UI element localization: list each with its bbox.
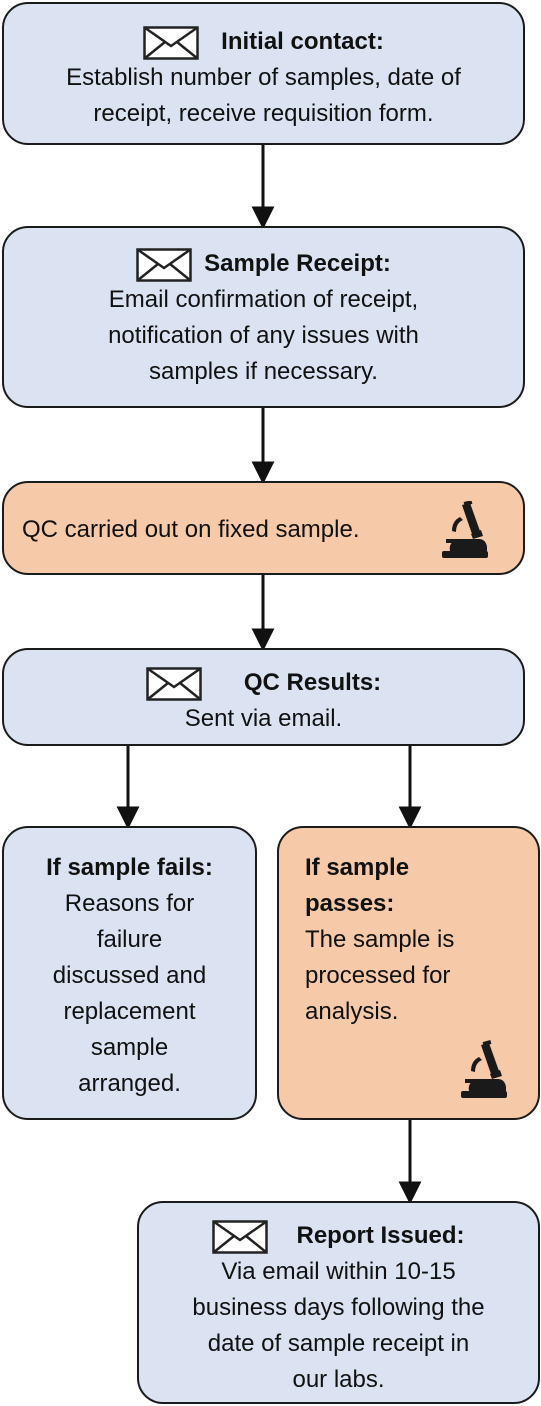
sample-fails-line: replacement [63,998,196,1025]
sample-fails-title: If sample fails: [46,854,213,881]
sample-passes-line: The sample is [305,926,455,953]
sample-passes-line: analysis. [305,998,399,1025]
report-issued-line: our labs. [292,1366,385,1393]
sample-fails-line: failure [96,926,163,953]
initial-contact-box: Initial contact: Establish number of sam… [2,2,525,145]
envelope-icon [136,247,192,282]
report-issued-box: Report Issued: Via email within 10-15 bu… [137,1201,540,1404]
sample-receipt-line3: samples if necessary. [149,358,378,385]
qc-results-title: QC Results: [243,669,382,696]
envelope-icon [146,666,202,701]
qc-results-box: QC Results: Sent via email. [2,648,525,746]
sample-passes-line: processed for [305,962,451,989]
envelope-icon [212,1219,269,1254]
envelope-icon [143,25,199,60]
qc-results-line1: Sent via email. [184,705,343,732]
sample-receipt-line2: notification of any issues with [108,322,419,349]
report-issued-line: Via email within 10-15 [221,1258,456,1285]
sample-fails-line: sample [90,1034,169,1061]
qc-text: QC carried out on fixed sample. [22,516,360,543]
sample-fails-line: Reasons for [64,890,195,917]
report-issued-line: business days following the [192,1294,485,1321]
initial-contact-title: Initial contact: [221,28,384,55]
report-issued-title: Report Issued: [296,1222,465,1249]
sample-fails-line: discussed and [52,962,207,989]
initial-contact-line1: Establish number of samples, date of [66,64,461,91]
initial-contact-line2: receipt, receive requisition form. [93,100,434,127]
sample-receipt-title: Sample Receipt: [204,250,391,277]
sample-receipt-box: Sample Receipt: Email confirmation of re… [2,226,525,408]
microscope-icon [440,501,490,559]
sample-passes-title-line2: passes: [305,890,395,917]
sample-fails-line: arranged. [78,1070,181,1097]
sample-passes-box: If sample passes: The sample is processe… [277,826,540,1120]
qc-box: QC carried out on fixed sample. [2,481,525,575]
sample-passes-title-line1: If sample [305,854,410,881]
sample-fails-box: If sample fails: Reasons for failure dis… [2,826,257,1120]
microscope-icon [459,1040,509,1100]
report-issued-line: date of sample receipt in [207,1330,470,1357]
sample-receipt-line1: Email confirmation of receipt, [108,286,419,313]
